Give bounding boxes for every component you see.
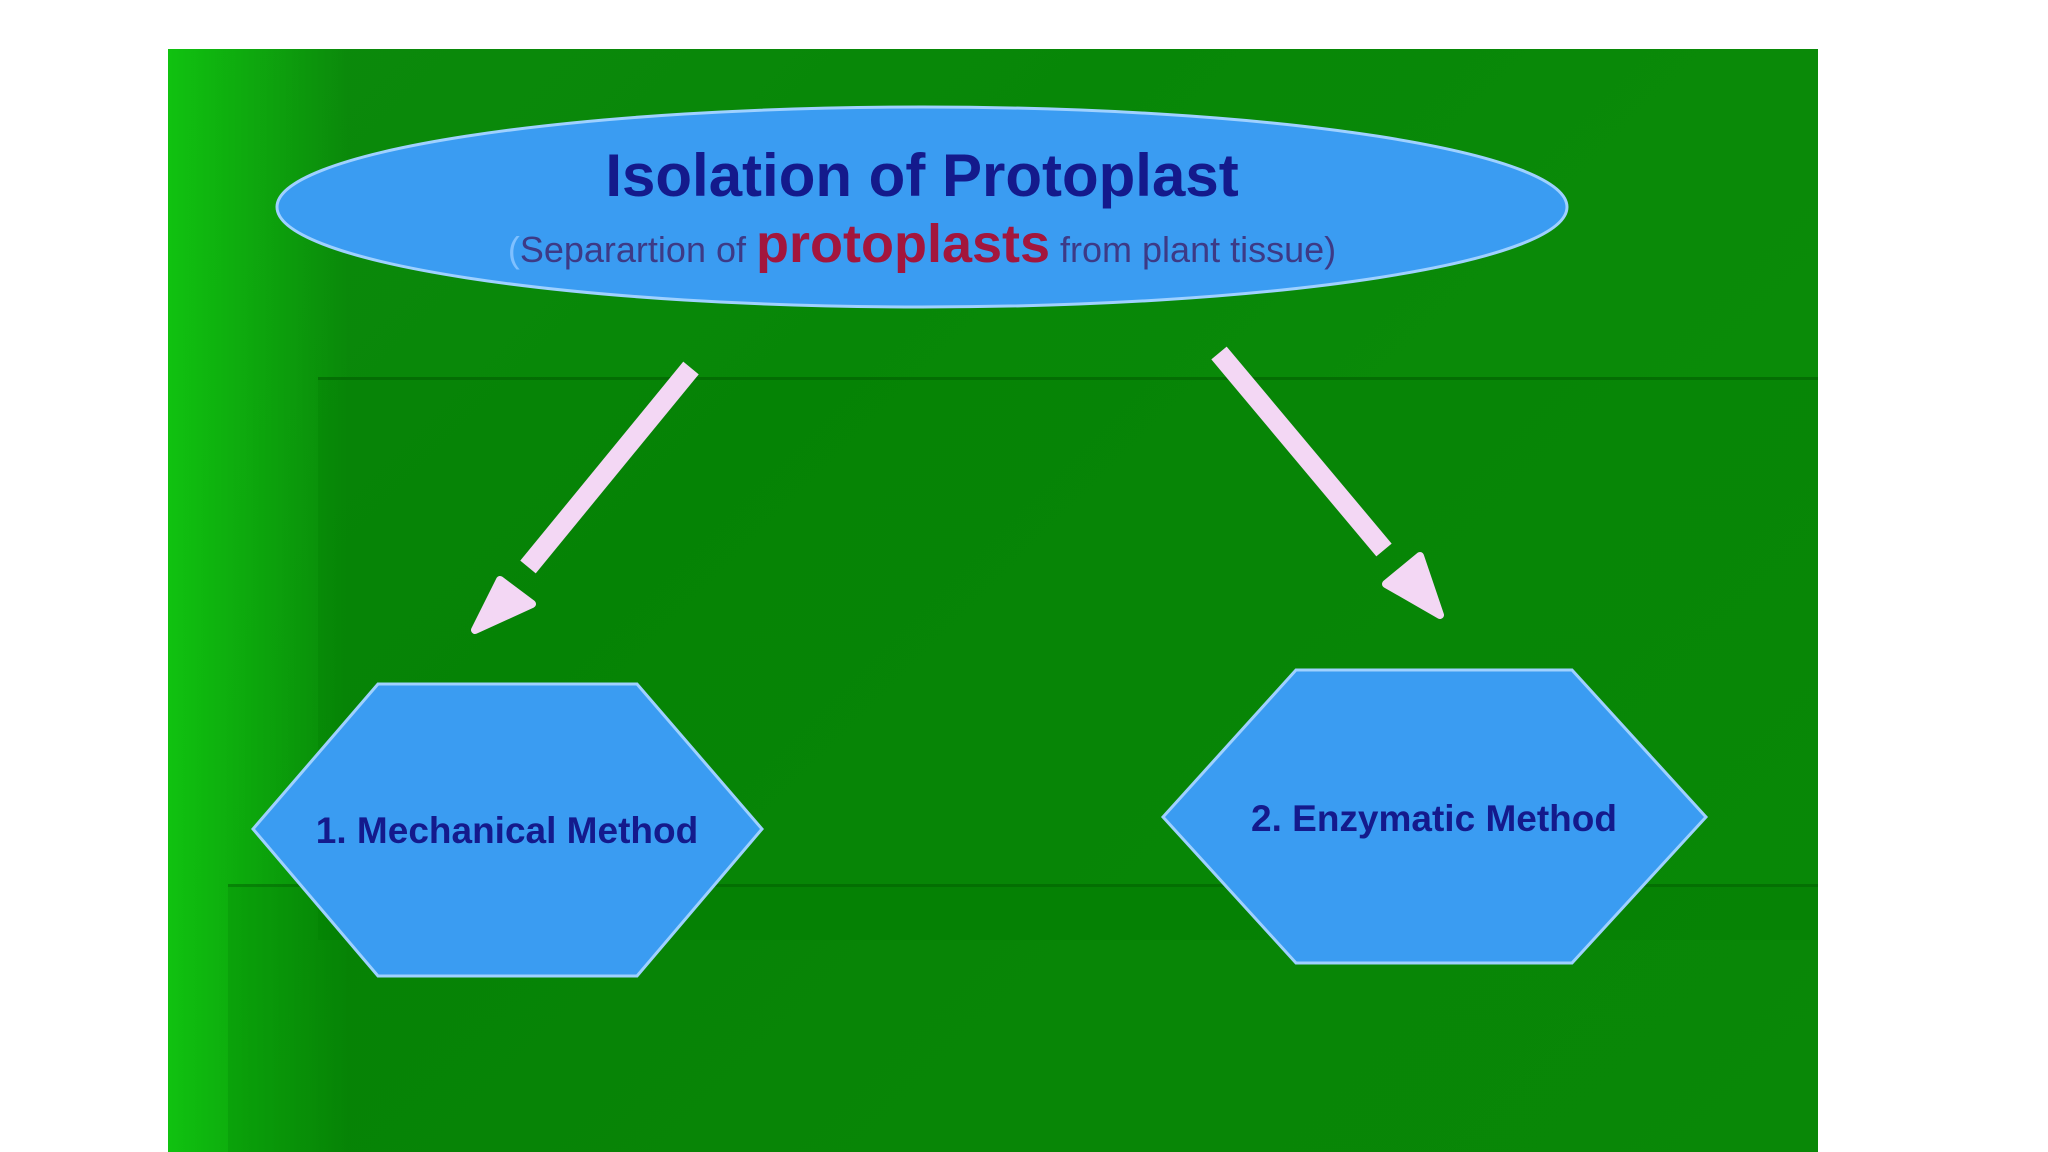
- diagram-subtitle: (Separartion of protoplasts from plant t…: [508, 214, 1336, 274]
- method-hexagon-mechanical: [251, 682, 764, 978]
- subtitle-before: Separartion of: [520, 229, 756, 270]
- arrow-right-shaft: [1211, 346, 1392, 557]
- subtitle-open-paren: (: [508, 229, 520, 270]
- subtitle-after: from plant tissue: [1050, 229, 1324, 270]
- arrow-right-head: [1382, 552, 1444, 619]
- diagram-title: Isolation of Protoplast: [605, 142, 1238, 209]
- method-label-enzymatic: 2. Enzymatic Method: [1251, 798, 1617, 839]
- title-ellipse: [275, 105, 1569, 309]
- arrow-left-shaft: [520, 361, 699, 574]
- arrow-left-head: [471, 576, 536, 634]
- method-label-mechanical: 1. Mechanical Method: [316, 810, 698, 851]
- method-hexagon-enzymatic: [1160, 668, 1709, 965]
- subtitle-emphasis: protoplasts: [756, 214, 1050, 274]
- subtitle-close-paren: ): [1324, 229, 1336, 270]
